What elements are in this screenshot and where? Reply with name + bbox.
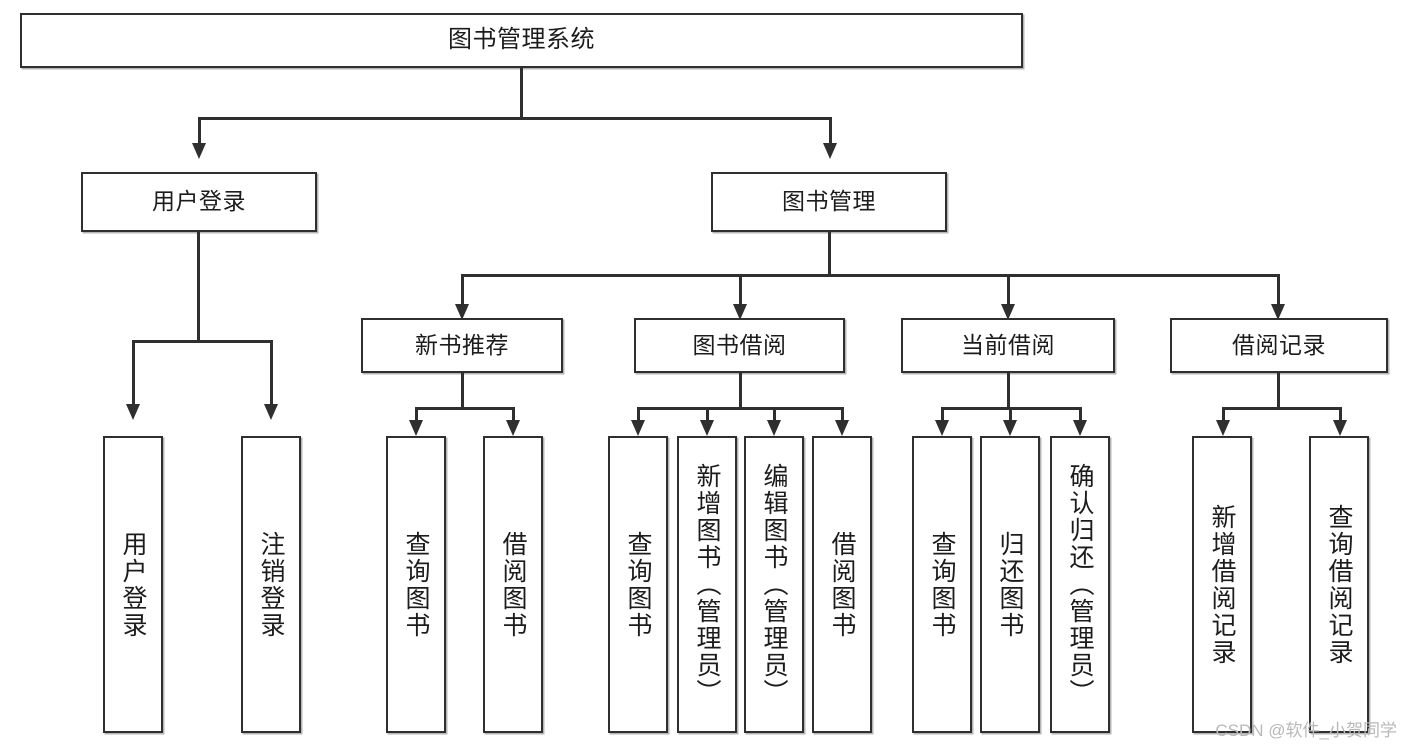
leaf-new-book-borrow[interactable]: 借阅图书: [483, 436, 543, 733]
arrowhead-newbook-leaf-0: [409, 420, 423, 436]
edge-userlogin-to-leaf-0: [132, 340, 135, 408]
edge-bookmanage-to-l3-1: [739, 274, 742, 308]
edge-borrowrecord-bus: [1222, 407, 1341, 410]
arrowhead-bookborrow-leaf-2: [767, 420, 781, 436]
node-label: 新书推荐: [415, 331, 509, 358]
leaf-current-borrow-query[interactable]: 查询图书: [912, 436, 972, 733]
node-label: 查询图书: [624, 530, 652, 639]
node-label: 借阅图书: [499, 530, 527, 639]
edge-bookborrow-to-leaf-1: [706, 407, 709, 423]
arrowhead-userlogin-leaf-1: [264, 404, 278, 420]
node-label: 借阅图书: [828, 530, 856, 639]
leaf-borrow-record-query[interactable]: 查询借阅记录: [1309, 436, 1369, 733]
leaf-borrow-record-add[interactable]: 新增借阅记录: [1192, 436, 1252, 733]
leaf-book-borrow-edit[interactable]: 编辑图书（管理员）: [744, 436, 804, 733]
leaf-book-borrow-add[interactable]: 新增图书（管理员）: [677, 436, 737, 733]
leaf-user-login-logout[interactable]: 注销登录: [241, 436, 301, 733]
arrowhead-bookborrow-leaf-0: [631, 420, 645, 436]
node-label: 注销登录: [257, 530, 285, 639]
leaf-user-login-login[interactable]: 用户登录: [103, 436, 163, 733]
arrowhead-book-manage: [823, 143, 837, 159]
leaf-book-borrow-query[interactable]: 查询图书: [608, 436, 668, 733]
edge-bookmanage-to-l3-3: [1277, 274, 1280, 308]
edge-userlogin-stem: [197, 232, 200, 342]
arrowhead-bookborrow-leaf-1: [700, 420, 714, 436]
node-label: 当前借阅: [961, 331, 1055, 358]
node-label: 图书管理: [782, 188, 876, 215]
node-book-borrow[interactable]: 图书借阅: [634, 318, 845, 373]
edge-bookborrow-bus: [637, 407, 843, 410]
node-user-login[interactable]: 用户登录: [81, 172, 317, 232]
leaf-current-borrow-confirm-return[interactable]: 确认归还（管理员）: [1050, 436, 1110, 733]
edge-userlogin-to-leaf-1: [270, 340, 273, 408]
leaf-current-borrow-return[interactable]: 归还图书: [980, 436, 1040, 733]
arrowhead-l3-1: [733, 304, 747, 320]
arrowhead-l3-3: [1271, 304, 1285, 320]
arrowhead-borrowrecord-leaf-1: [1333, 420, 1347, 436]
node-label: 编辑图书（管理员）: [760, 463, 788, 706]
node-label: 新增图书（管理员）: [693, 463, 721, 706]
edge-borrowrecord-stem: [1277, 373, 1280, 409]
edge-root-stem: [520, 68, 523, 118]
node-label: 查询图书: [928, 530, 956, 639]
node-label: 借阅记录: [1232, 331, 1326, 358]
edge-bookborrow-to-leaf-2: [773, 407, 776, 423]
arrowhead-l3-0: [455, 304, 469, 320]
arrowhead-currentborrow-leaf-0: [935, 420, 949, 436]
edge-bookmanage-to-l3-2: [1007, 274, 1010, 308]
node-label: 新增借阅记录: [1208, 503, 1236, 666]
edge-currentborrow-to-leaf-1: [1009, 407, 1012, 423]
edge-currentborrow-to-leaf-0: [941, 407, 944, 423]
arrowhead-user-login: [192, 143, 206, 159]
arrowhead-l3-2: [1001, 304, 1015, 320]
arrowhead-newbook-leaf-1: [506, 420, 520, 436]
node-label: 查询借阅记录: [1325, 503, 1353, 666]
node-book-management[interactable]: 图书管理: [711, 172, 947, 232]
edge-borrowrecord-to-leaf-0: [1222, 407, 1225, 423]
edge-bookborrow-to-leaf-0: [637, 407, 640, 423]
edge-root-bus: [198, 117, 832, 120]
edge-bookmanage-bus: [461, 274, 1280, 277]
node-borrow-record[interactable]: 借阅记录: [1170, 318, 1388, 373]
node-root-system[interactable]: 图书管理系统: [20, 13, 1023, 68]
leaf-new-book-query[interactable]: 查询图书: [386, 436, 446, 733]
edge-root-to-book-manage: [829, 117, 832, 147]
leaf-book-borrow-borrow[interactable]: 借阅图书: [812, 436, 872, 733]
node-new-book-recommend[interactable]: 新书推荐: [361, 318, 563, 373]
node-label: 确认归还（管理员）: [1066, 463, 1094, 706]
edge-currentborrow-stem: [1007, 373, 1010, 409]
arrowhead-currentborrow-leaf-1: [1003, 420, 1017, 436]
edge-userlogin-bus: [132, 340, 272, 343]
edge-root-to-user-login: [198, 117, 201, 147]
node-label: 图书管理系统: [448, 26, 595, 54]
edge-bookborrow-stem: [739, 373, 742, 409]
edge-bookborrow-to-leaf-3: [841, 407, 844, 423]
arrowhead-borrowrecord-leaf-0: [1216, 420, 1230, 436]
arrowhead-userlogin-leaf-0: [126, 404, 140, 420]
edge-newbook-to-leaf-0: [415, 407, 418, 423]
arrowhead-bookborrow-leaf-3: [835, 420, 849, 436]
node-label: 用户登录: [152, 188, 246, 215]
node-label: 归还图书: [996, 530, 1024, 639]
edge-newbook-to-leaf-1: [512, 407, 515, 423]
edge-newbook-bus: [415, 407, 515, 410]
node-label: 图书借阅: [692, 331, 787, 358]
arrowhead-currentborrow-leaf-2: [1073, 420, 1087, 436]
edge-borrowrecord-to-leaf-1: [1339, 407, 1342, 423]
edge-newbook-stem: [461, 373, 464, 409]
node-current-borrow[interactable]: 当前借阅: [901, 318, 1115, 373]
edge-bookmanage-stem: [828, 232, 831, 276]
node-label: 查询图书: [402, 530, 430, 639]
node-label: 用户登录: [119, 530, 147, 639]
edge-currentborrow-to-leaf-2: [1079, 407, 1082, 423]
edge-bookmanage-to-l3-0: [461, 274, 464, 308]
